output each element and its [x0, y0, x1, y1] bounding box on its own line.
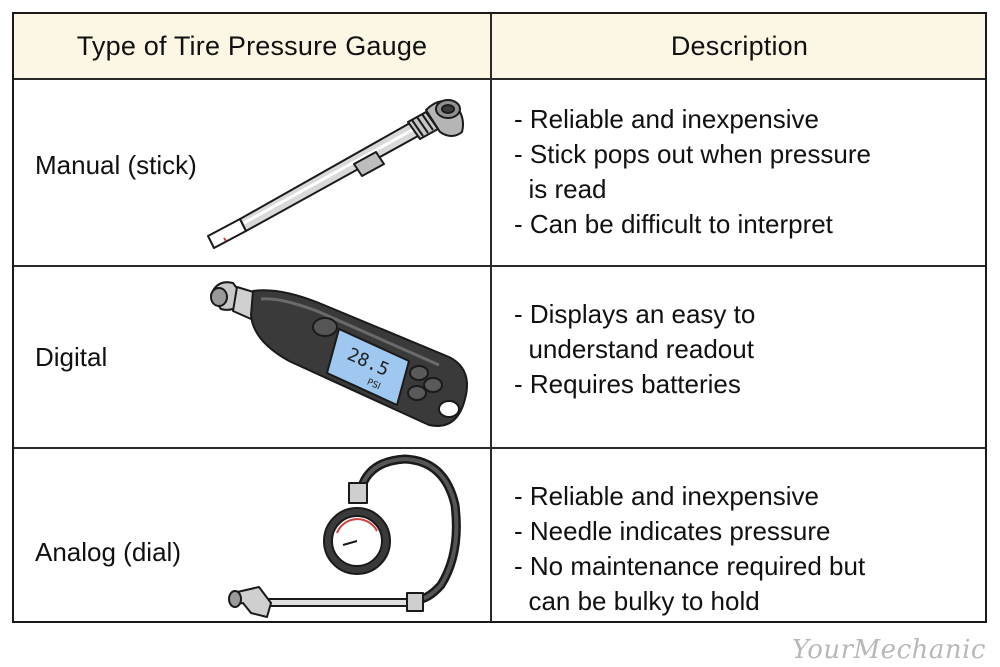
row-divider [14, 447, 985, 449]
description-line: - Reliable and inexpensive [514, 481, 819, 511]
description-line: - Stick pops out when pressure [514, 139, 871, 169]
row-type-label: Digital [35, 342, 108, 372]
header-type: Type of Tire Pressure Gauge [76, 30, 428, 61]
row-type-label: Analog (dial) [35, 537, 181, 567]
gauge-comparison-table: Type of Tire Pressure Gauge Description … [12, 12, 987, 623]
table-header-row: Type of Tire Pressure Gauge Description [14, 14, 985, 78]
row-description: - Reliable and inexpensive - Needle indi… [514, 479, 865, 619]
description-line: can be bulky to hold [514, 586, 760, 616]
watermark: YourMechanic [791, 635, 986, 665]
description-line: understand readout [514, 334, 754, 364]
description-line: - Reliable and inexpensive [514, 104, 819, 134]
stick-gauge-icon [207, 99, 464, 249]
row-type-label: Manual (stick) [35, 150, 197, 180]
dial-gauge-icon [228, 454, 461, 618]
table-row: Digital 28.5 PSI - Displays an easy to u… [14, 267, 985, 447]
description-line: - Can be difficult to interpret [514, 209, 833, 239]
table-row: Analog (dial) - Reliable and inexpensive… [14, 449, 985, 623]
digital-gauge-icon: 28.5 PSI [210, 281, 468, 427]
row-description: - Reliable and inexpensive - Stick pops … [514, 102, 871, 242]
description-line: - No maintenance required but [514, 551, 866, 581]
header-description: Description [670, 30, 809, 61]
description-line: - Needle indicates pressure [514, 516, 831, 546]
row-divider [14, 78, 985, 80]
description-line: is read [514, 174, 607, 204]
table-row: Manual (stick) - Reliable and inexpensiv… [14, 80, 985, 265]
row-description: - Displays an easy to understand readout… [514, 297, 755, 402]
column-divider [490, 14, 492, 621]
row-divider [14, 265, 985, 267]
description-line: - Displays an easy to [514, 299, 756, 329]
description-line: - Requires batteries [514, 369, 741, 399]
